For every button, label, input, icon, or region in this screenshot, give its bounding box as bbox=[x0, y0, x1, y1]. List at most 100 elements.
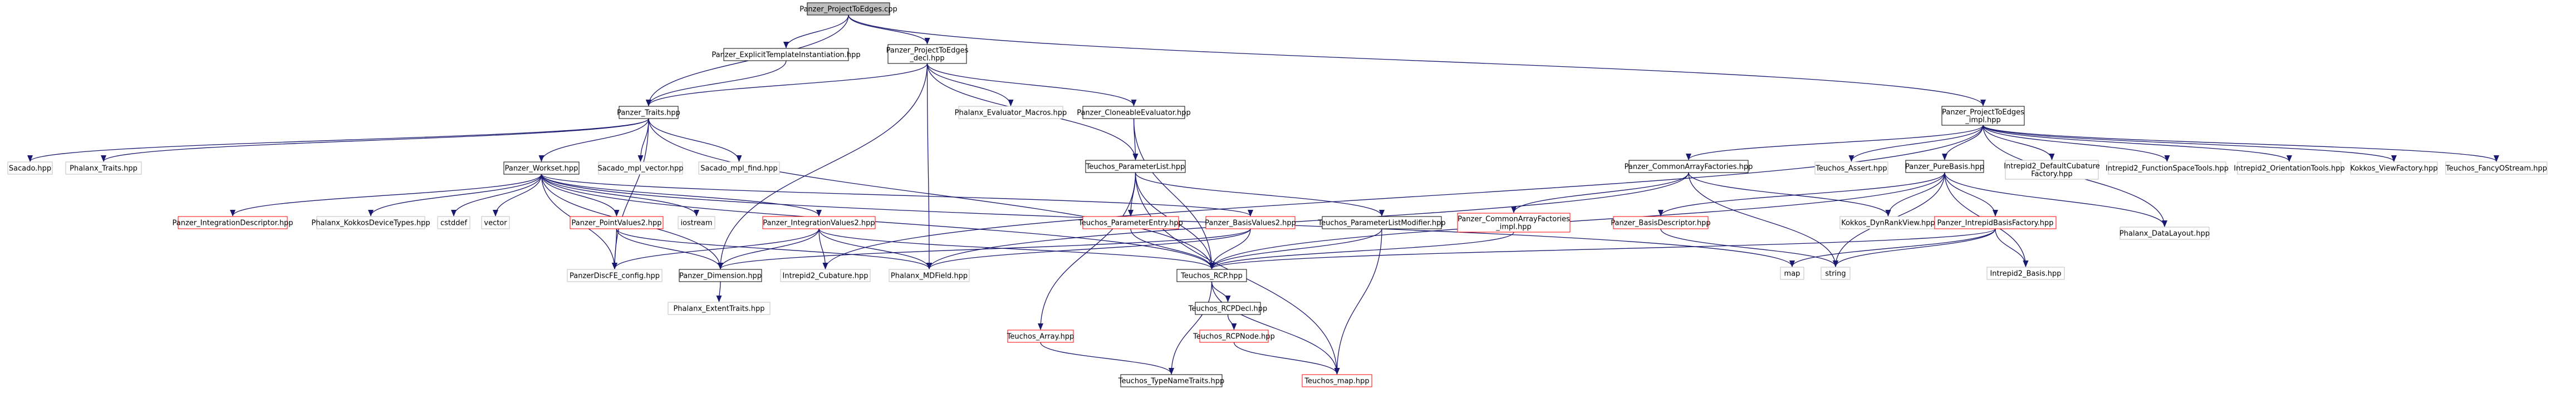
node-box bbox=[668, 302, 771, 315]
node-box bbox=[178, 216, 288, 229]
node-intVal[interactable]: Panzer_IntegrationValues2.hpp bbox=[762, 216, 876, 229]
node-traits[interactable]: Panzer_Traits.hpp bbox=[617, 106, 680, 119]
node-box bbox=[723, 48, 849, 61]
node-label: Teuchos_Array.hpp bbox=[1007, 333, 1074, 341]
dependency-edge-rcpDecl-to-rcpNode bbox=[1227, 314, 1237, 330]
node-label: Panzer_CommonArrayFactories_impl.hpp bbox=[1458, 215, 1570, 232]
node-sacadoMplVec: Sacado_mpl_vector.hpp bbox=[598, 161, 683, 175]
node-box bbox=[316, 216, 425, 229]
dependency-edge-commonArray-to-phxMDField bbox=[926, 172, 1689, 269]
node-label: Phalanx_MDField.hpp bbox=[891, 272, 968, 281]
node-teuMap[interactable]: Teuchos_map.hpp bbox=[1302, 374, 1372, 387]
node-box bbox=[1322, 216, 1442, 229]
node-impl[interactable]: Panzer_ProjectToEdges_impl.hpp bbox=[1941, 106, 2025, 126]
node-label: Panzer_PointValues2.hpp bbox=[571, 219, 661, 228]
node-label: Teuchos_ParameterListModifier.hpp bbox=[1317, 219, 1445, 228]
node-intrepidBasisFac[interactable]: Panzer_IntrepidBasisFactory.hpp bbox=[1934, 216, 2057, 229]
node-box bbox=[887, 44, 967, 64]
node-box bbox=[2005, 160, 2099, 180]
dependency-edge-pointVal-to-dimension bbox=[616, 228, 723, 269]
node-box bbox=[1934, 216, 2057, 229]
node-paramListMod[interactable]: Teuchos_ParameterListModifier.hpp bbox=[1317, 216, 1446, 229]
node-label: Panzer_IntegrationValues2.hpp bbox=[763, 219, 875, 228]
node-box bbox=[1195, 302, 1261, 315]
node-decl[interactable]: Panzer_ProjectToEdges_decl.hpp bbox=[886, 44, 969, 64]
node-box bbox=[1082, 216, 1179, 229]
node-label: Teuchos_ParameterList.hpp bbox=[1086, 163, 1185, 171]
dependency-edge-paramList-to-teuArray bbox=[1038, 172, 1136, 330]
node-box bbox=[762, 216, 876, 229]
node-typeName[interactable]: Teuchos_TypeNameTraits.hpp bbox=[1118, 374, 1225, 387]
node-paramList[interactable]: Teuchos_ParameterList.hpp bbox=[1085, 160, 1186, 173]
node-label: Intrepid2_Cubature.hpp bbox=[783, 272, 869, 281]
dependency-edge-dimension-to-phxExtent bbox=[716, 281, 722, 302]
node-box bbox=[1199, 330, 1269, 343]
node-box bbox=[780, 269, 871, 282]
dependency-edge-impl-to-pureBasis bbox=[1942, 125, 1984, 160]
node-string: string bbox=[1821, 267, 1851, 280]
dependency-edge-explicit-to-traits bbox=[646, 60, 787, 106]
dependency-edge-decl-to-traits bbox=[646, 63, 928, 106]
node-teuArray[interactable]: Teuchos_Array.hpp bbox=[1007, 330, 1074, 343]
node-box bbox=[1628, 160, 1749, 173]
node-label: Teuchos_ParameterEntry.hpp bbox=[1078, 219, 1183, 228]
node-iostream: iostream bbox=[678, 216, 715, 229]
node-label: Intrepid2_OrientationTools.hpp bbox=[2234, 165, 2344, 173]
node-box bbox=[2119, 227, 2210, 240]
dependency-edge-intrepidBasisFac-to-intrepidBasis bbox=[1995, 228, 2029, 267]
node-box bbox=[1814, 161, 1888, 175]
dependency-edge-commonArray-to-kokkosDyn bbox=[1688, 172, 1891, 217]
node-label: vector bbox=[484, 219, 507, 228]
dependency-edge-traits-to-sacado bbox=[27, 118, 649, 162]
node-root[interactable]: Panzer_ProjectToEdges.cpp bbox=[799, 2, 897, 16]
node-label: Phalanx_Traits.hpp bbox=[70, 165, 138, 173]
dependency-edge-workset-to-iostream bbox=[541, 174, 699, 217]
node-box bbox=[598, 161, 683, 175]
node-label: Intrepid2_Basis.hpp bbox=[1990, 270, 2061, 278]
node-label: Panzer_IntegrationDescriptor.hpp bbox=[173, 219, 293, 228]
node-commonArray[interactable]: Panzer_CommonArrayFactories.hpp bbox=[1625, 160, 1753, 173]
node-rcpNode[interactable]: Teuchos_RCPNode.hpp bbox=[1193, 330, 1275, 343]
node-cloneable[interactable]: Panzer_CloneableEvaluator.hpp bbox=[1077, 106, 1191, 119]
node-box bbox=[1302, 374, 1372, 387]
node-rcp[interactable]: Teuchos_RCP.hpp bbox=[1176, 269, 1247, 282]
dependency-edge-traits-to-phxTraits bbox=[101, 118, 649, 162]
dependency-edge-intVal-to-phxMDField bbox=[818, 228, 932, 269]
dependency-edge-workset-to-intDesc bbox=[230, 174, 542, 217]
node-label: Panzer_CommonArrayFactories.hpp bbox=[1625, 163, 1753, 171]
node-label: string bbox=[1825, 270, 1846, 278]
node-pureBasis[interactable]: Panzer_PureBasis.hpp bbox=[1905, 160, 1984, 173]
node-label: Panzer_ProjectToEdges_impl.hpp bbox=[1942, 109, 2024, 125]
node-pointVal[interactable]: Panzer_PointValues2.hpp bbox=[570, 216, 664, 229]
node-dimension[interactable]: Panzer_Dimension.hpp bbox=[679, 269, 762, 282]
dependency-edge-workset-to-intVal bbox=[541, 174, 822, 217]
node-map: map bbox=[1780, 267, 1804, 280]
node-label: Panzer_BasisDescriptor.hpp bbox=[1611, 219, 1710, 228]
node-phxKokkos: Phalanx_KokkosDeviceTypes.hpp bbox=[311, 216, 430, 229]
dependency-edge-workset-to-pointVal bbox=[541, 174, 620, 217]
node-vector: vector bbox=[481, 216, 510, 229]
node-label: Panzer_BasisValues2.hpp bbox=[1205, 219, 1296, 228]
node-box bbox=[1085, 160, 1186, 173]
node-basisVal[interactable]: Panzer_BasisValues2.hpp bbox=[1205, 216, 1296, 229]
node-basisDesc[interactable]: Panzer_BasisDescriptor.hpp bbox=[1611, 216, 1711, 229]
node-box bbox=[1007, 330, 1074, 343]
node-intrepidOrient: Intrepid2_OrientationTools.hpp bbox=[2234, 161, 2345, 175]
node-paramEntry[interactable]: Teuchos_ParameterEntry.hpp bbox=[1078, 216, 1183, 229]
dependency-edge-intVal-to-rcp bbox=[818, 228, 1215, 269]
node-intrepidBasis: Intrepid2_Basis.hpp bbox=[1986, 267, 2065, 280]
node-label: Phalanx_Evaluator_Macros.hpp bbox=[955, 109, 1067, 117]
dependency-edge-paramList-to-paramListMod bbox=[1135, 172, 1385, 217]
node-workset[interactable]: Panzer_Workset.hpp bbox=[503, 161, 580, 175]
node-kokkosView: Kokkos_ViewFactory.hpp bbox=[2350, 161, 2438, 175]
node-label: Panzer_ExplicitTemplateInstantiation.hpp bbox=[712, 51, 860, 60]
node-commonArrayImpl[interactable]: Panzer_CommonArrayFactories_impl.hpp bbox=[1457, 213, 1571, 233]
node-intDesc[interactable]: Panzer_IntegrationDescriptor.hpp bbox=[173, 216, 293, 229]
node-explicit[interactable]: Panzer_ExplicitTemplateInstantiation.hpp bbox=[712, 48, 861, 61]
node-phxExtent: Phalanx_ExtentTraits.hpp bbox=[668, 302, 771, 315]
dependency-edge-cloneable-to-rcp bbox=[1133, 118, 1215, 269]
node-rcpDecl[interactable]: Teuchos_RCPDecl.hpp bbox=[1188, 302, 1268, 315]
node-box bbox=[481, 216, 510, 229]
node-box bbox=[1120, 374, 1223, 387]
